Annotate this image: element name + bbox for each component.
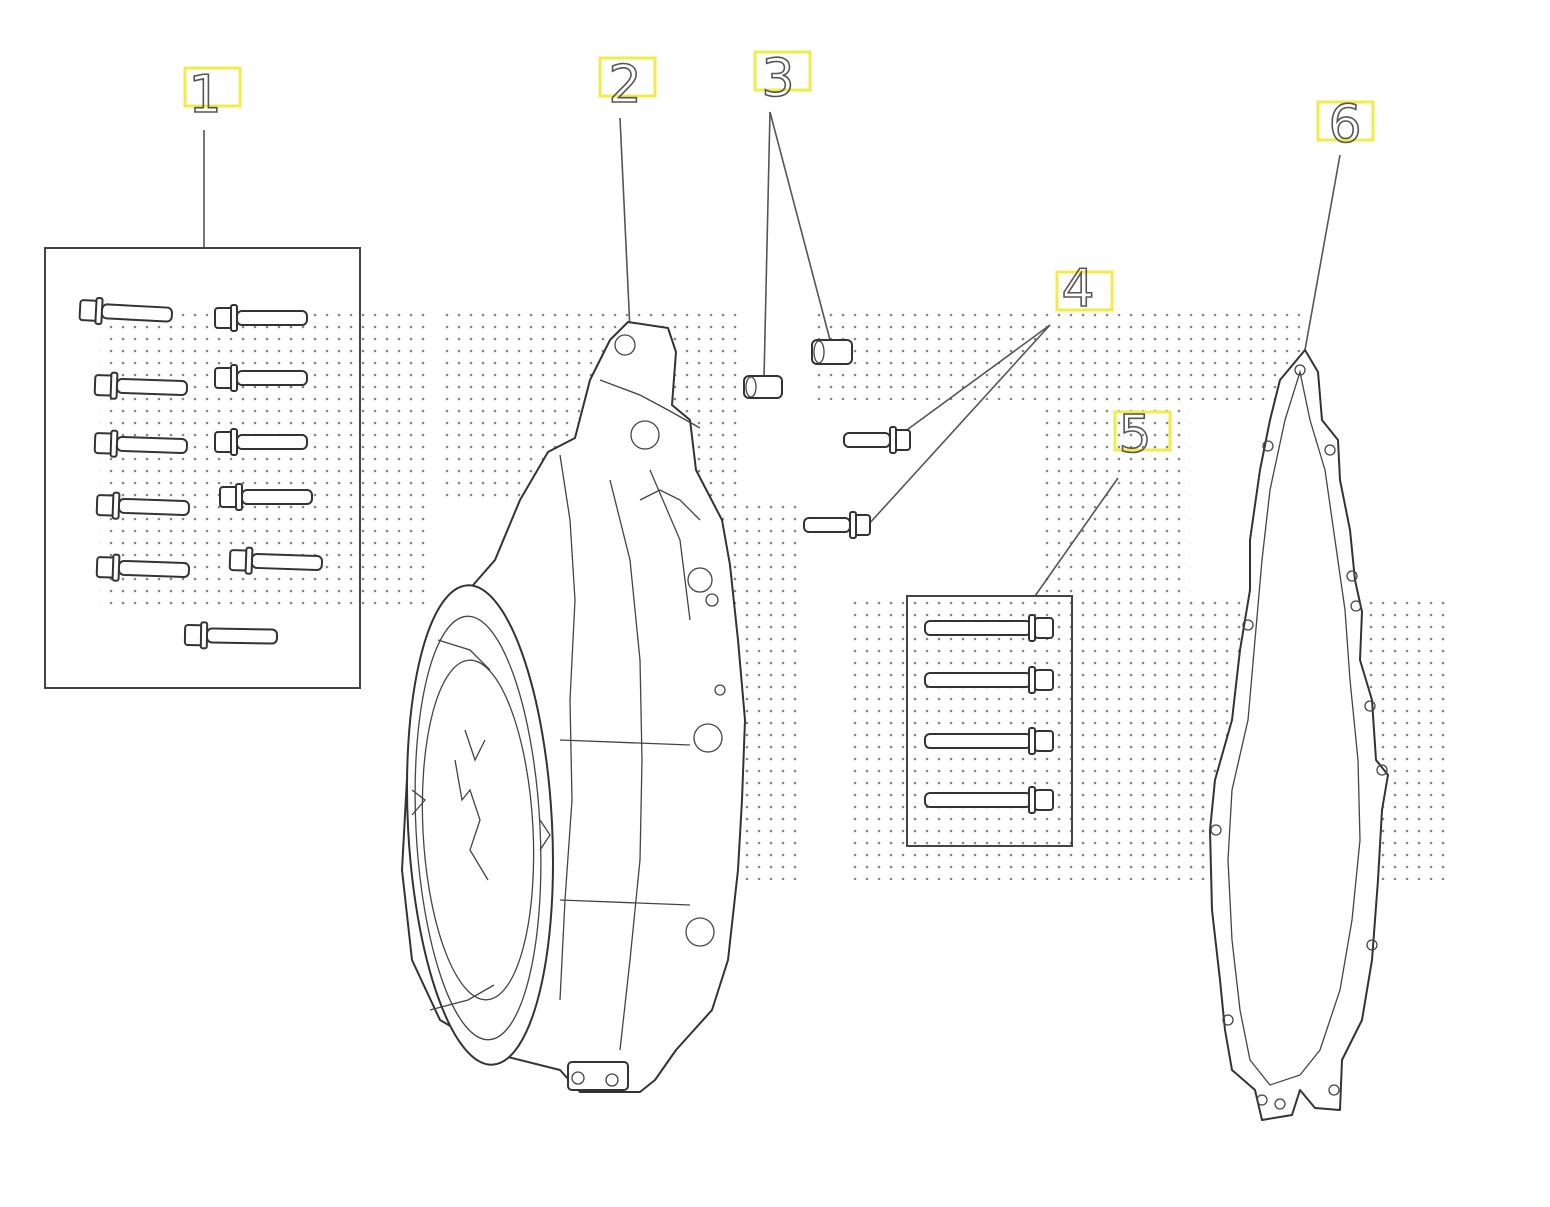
dowel-pin-icon[interactable] <box>743 375 783 399</box>
callout-6[interactable]: 6 <box>1304 94 1375 351</box>
callout-1-label: 1 <box>188 65 221 125</box>
leader-line-6 <box>1304 154 1341 351</box>
callout-6-label: 6 <box>1328 95 1361 155</box>
callout-3-highlight <box>753 50 812 92</box>
leader-line-3b <box>769 111 831 341</box>
callout-2-label: 2 <box>608 55 641 115</box>
callout-3[interactable]: 3 <box>753 48 831 379</box>
callout-1[interactable]: 1 <box>183 64 242 248</box>
leader-line-5 <box>1034 477 1119 597</box>
bolt-icon[interactable] <box>803 511 871 539</box>
bolt-icon <box>183 621 279 651</box>
bolt-set-frame-5 <box>906 595 1073 847</box>
callout-2-highlight <box>598 56 657 98</box>
callout-1-highlight <box>183 66 242 108</box>
gasket-icon[interactable] <box>1209 349 1389 1121</box>
callout-5[interactable]: 5 <box>1034 404 1172 597</box>
callout-6-highlight <box>1316 100 1375 142</box>
callout-4-highlight <box>1055 270 1114 312</box>
callout-5-highlight <box>1113 410 1172 452</box>
callout-4[interactable]: 4 <box>867 258 1114 526</box>
cover-icon[interactable] <box>396 321 746 1093</box>
dowel-pin-icon[interactable] <box>811 339 853 365</box>
callout-3-label: 3 <box>761 49 794 109</box>
bolt-set-box-5[interactable] <box>906 595 1073 847</box>
bolt-icon[interactable] <box>843 426 911 454</box>
bolt-set-frame <box>44 247 361 689</box>
callout-4-label: 4 <box>1061 259 1094 319</box>
leader-line-4a <box>899 324 1051 436</box>
callout-5-label: 5 <box>1118 405 1151 465</box>
leader-line-4b <box>867 324 1051 526</box>
callout-2[interactable]: 2 <box>598 54 657 331</box>
bolt-set-box[interactable] <box>44 247 361 689</box>
leader-line-3a <box>763 111 771 379</box>
leader-line-2 <box>619 117 631 331</box>
